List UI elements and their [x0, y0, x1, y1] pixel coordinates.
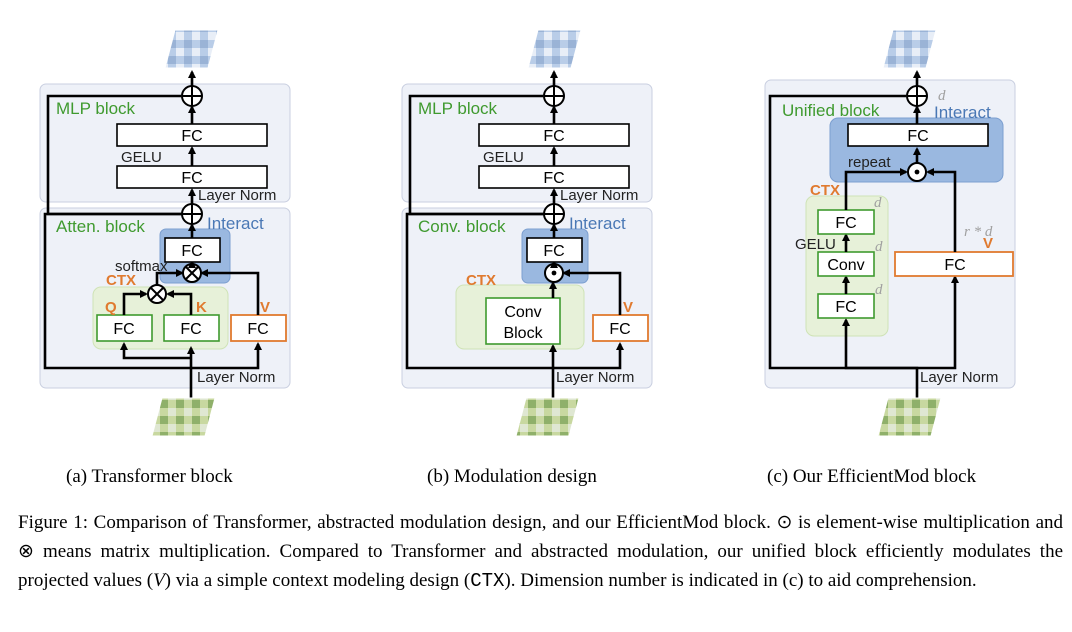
fc-v-label-a: FC: [247, 321, 268, 338]
caption-part-3: ). Dimension number is indicated in (c) …: [504, 570, 977, 591]
fc-top-label-a: FC: [181, 128, 202, 145]
q-label-a: Q: [105, 299, 117, 316]
ctx-label-b: CTX: [466, 272, 496, 289]
fc-interact-label-b: FC: [543, 243, 564, 260]
d-2-label-c: d: [875, 239, 883, 255]
conv-box-c: [817, 251, 875, 277]
input-image-a: [151, 397, 216, 437]
layer-norm-top-a: Layer Norm: [198, 187, 276, 204]
output-image-a: [164, 29, 219, 69]
fc-v-label-b: FC: [609, 321, 630, 338]
mlp-block-label-b: MLP block: [418, 99, 498, 118]
d-3-label-c: d: [875, 282, 883, 298]
fc-top-label-b: FC: [543, 128, 564, 145]
caption-a: (a) Transformer block: [66, 466, 233, 487]
output-image-c: [882, 29, 937, 69]
caption-part-1: Figure 1: Comparison of Transformer, abs…: [18, 512, 1063, 591]
conv-label-line2-b: Block: [503, 325, 543, 342]
unified-block-label-c: Unified block: [782, 101, 880, 120]
fc-interact-label-c: FC: [907, 128, 928, 145]
softmax-label-a: softmax: [115, 258, 168, 275]
layer-norm-bottom-b: Layer Norm: [556, 369, 634, 386]
conv-label-c: Conv: [827, 257, 864, 274]
gelu-label-c: GELU: [795, 236, 836, 253]
conv-block-label-b: Conv. block: [418, 217, 506, 236]
gelu-label-a: GELU: [121, 149, 162, 166]
k-label-a: K: [196, 299, 207, 316]
mlp-block-label-a: MLP block: [56, 99, 136, 118]
fc-interact-box-b: [526, 237, 583, 263]
repeat-label-c: repeat: [848, 154, 891, 171]
v-label-c: V: [983, 235, 993, 252]
panel-b-modulation: MLP block Conv. block Interact Conv Bloc…: [401, 29, 653, 437]
caption-b: (b) Modulation design: [427, 466, 597, 487]
caption-ctx: CTX: [470, 570, 505, 592]
input-image-c: [877, 397, 942, 437]
layer-norm-bottom-a: Layer Norm: [197, 369, 275, 386]
interact-label-c: Interact: [934, 103, 991, 122]
fc-k-label-a: FC: [180, 321, 201, 338]
fc-ctx-bottom-label-c: FC: [835, 299, 856, 316]
fc-mid-label-b: FC: [543, 170, 564, 187]
panel-c-efficientmod: Unified block Interact d FC d Conv d GEL…: [764, 29, 1016, 437]
interact-label-a: Interact: [207, 214, 264, 233]
fc-q-label-a: FC: [113, 321, 134, 338]
conv-label-line1-b: Conv: [504, 304, 541, 321]
fc-ctx-bottom-box-c: [817, 293, 875, 319]
gelu-label-b: GELU: [483, 149, 524, 166]
interact-label-b: Interact: [569, 214, 626, 233]
output-image-b: [527, 29, 582, 69]
fc-v-label-c: FC: [944, 257, 965, 274]
caption-part-2: ) via a simple context modeling design (: [164, 570, 471, 591]
fc-ctx-top-box-c: [817, 209, 875, 235]
panel-a-transformer: MLP block Atten. block Interact FC FC FC…: [39, 29, 291, 437]
fc-mid-label-a: FC: [181, 170, 202, 187]
fc-v-box-b: [592, 314, 649, 342]
fc-ctx-top-label-c: FC: [835, 215, 856, 232]
figure-diagram: MLP block Atten. block Interact FC FC FC…: [39, 29, 1016, 437]
fc-q-box-a: [96, 314, 153, 342]
layer-norm-bottom-c: Layer Norm: [920, 369, 998, 386]
figure-caption: Figure 1: Comparison of Transformer, abs…: [18, 508, 1063, 596]
v-label-b: V: [623, 299, 633, 316]
ctx-label-a: CTX: [106, 272, 136, 289]
conv-block-box-b: [485, 297, 561, 345]
fc-v-box-c: [894, 251, 1014, 277]
d-1-label-c: d: [874, 195, 882, 211]
d-top-label-c: d: [938, 88, 946, 104]
input-image-b: [515, 397, 580, 437]
caption-c: (c) Our EfficientMod block: [767, 466, 977, 487]
atten-block-label-a: Atten. block: [56, 217, 145, 236]
caption-v: V: [153, 570, 165, 591]
ctx-label-c: CTX: [810, 182, 840, 199]
layer-norm-top-b: Layer Norm: [560, 187, 638, 204]
rd-label-c: r * d: [964, 224, 993, 240]
fc-interact-label-a: FC: [181, 243, 202, 260]
v-label-a: V: [260, 299, 270, 316]
